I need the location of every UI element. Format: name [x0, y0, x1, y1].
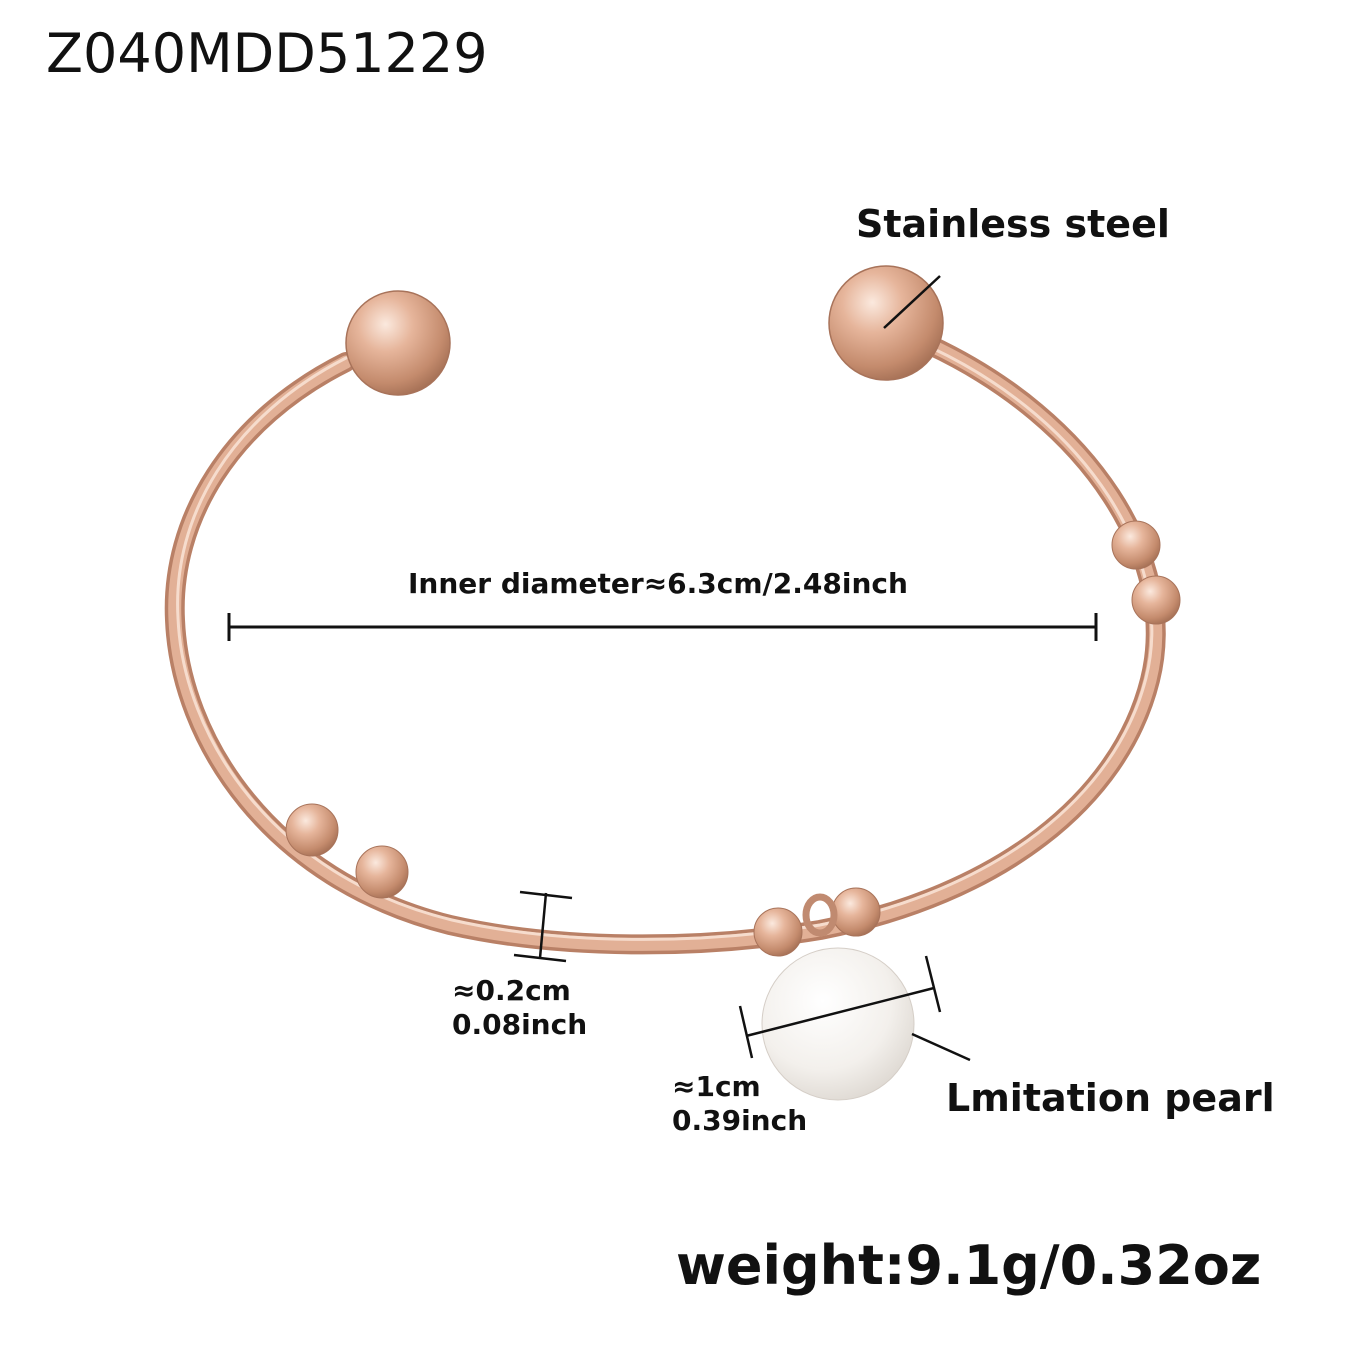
wire-thickness-inch: 0.08inch [452, 1008, 588, 1041]
bead-left-lower [355, 845, 409, 899]
bead-left-upper [285, 803, 339, 857]
weight-label: weight:9.1g/0.32oz [676, 1234, 1262, 1297]
wire-thickness-label: ≈0.2cm 0.08inch [452, 974, 587, 1042]
pearl-size-inch: 0.39inch [672, 1104, 808, 1137]
pearl-charm [761, 893, 915, 1101]
material-leader-line [883, 275, 941, 329]
pearl-label: Lmitation pearl [946, 1076, 1275, 1120]
inner-diameter-dimension [227, 613, 1098, 641]
wire-thickness-cm: ≈0.2cm [452, 974, 571, 1007]
pearl [761, 947, 915, 1101]
pearl-size-label: ≈1cm 0.39inch [672, 1070, 807, 1138]
inner-diameter-label: Inner diameter≈6.3cm/2.48inch [408, 567, 908, 600]
product-code: Z040MDD51229 [46, 22, 488, 85]
bead-right-lower [1131, 575, 1181, 625]
material-label: Stainless steel [856, 202, 1170, 246]
pearl-leader-line [911, 1032, 971, 1062]
end-ball-right [828, 265, 944, 381]
bead-center-right [831, 887, 881, 937]
pearl-size-cm: ≈1cm [672, 1070, 761, 1103]
bead-center-left [753, 907, 803, 957]
pearl-size-dimension [738, 955, 942, 1059]
bead-right-upper [1111, 520, 1161, 570]
end-ball-left [345, 290, 451, 396]
wire-thickness-dimension [513, 890, 573, 963]
